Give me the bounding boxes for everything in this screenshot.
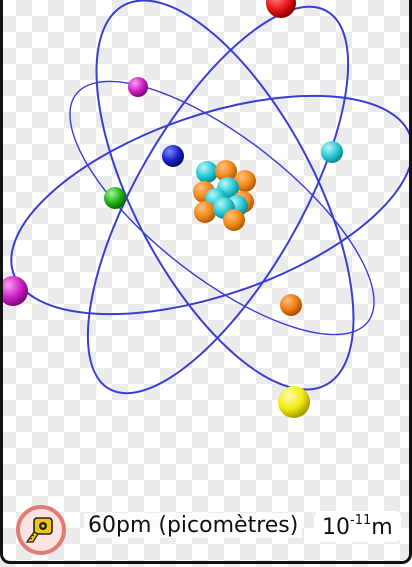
orbit-inner	[69, 80, 375, 336]
electron-magenta	[128, 77, 148, 97]
electron-red	[266, 0, 296, 18]
proton	[223, 209, 245, 231]
tape-measure-icon	[25, 517, 53, 543]
power-exponent: -11	[350, 513, 372, 528]
neutron	[196, 161, 218, 183]
electron-green	[104, 187, 126, 209]
electron-blue	[162, 145, 184, 167]
proton	[194, 201, 216, 223]
power-base: 10	[322, 515, 350, 540]
scale-bar: 60pm (picomètres) 10-11m	[12, 503, 404, 555]
electron-orange	[280, 294, 302, 316]
orbit-steep-left	[86, 5, 350, 395]
nucleus	[193, 160, 256, 231]
orbit-steep-right	[95, 0, 355, 391]
electron-cyan	[321, 141, 343, 163]
proton	[215, 160, 237, 182]
measure-button[interactable]	[16, 505, 66, 555]
proton	[234, 170, 256, 192]
power-unit: m	[371, 515, 393, 540]
electron-magenta-large	[0, 276, 28, 306]
scale-length-label: 60pm (picomètres)	[84, 513, 303, 538]
scale-power-label: 10-11m	[314, 511, 401, 542]
electron-yellow	[278, 386, 310, 418]
